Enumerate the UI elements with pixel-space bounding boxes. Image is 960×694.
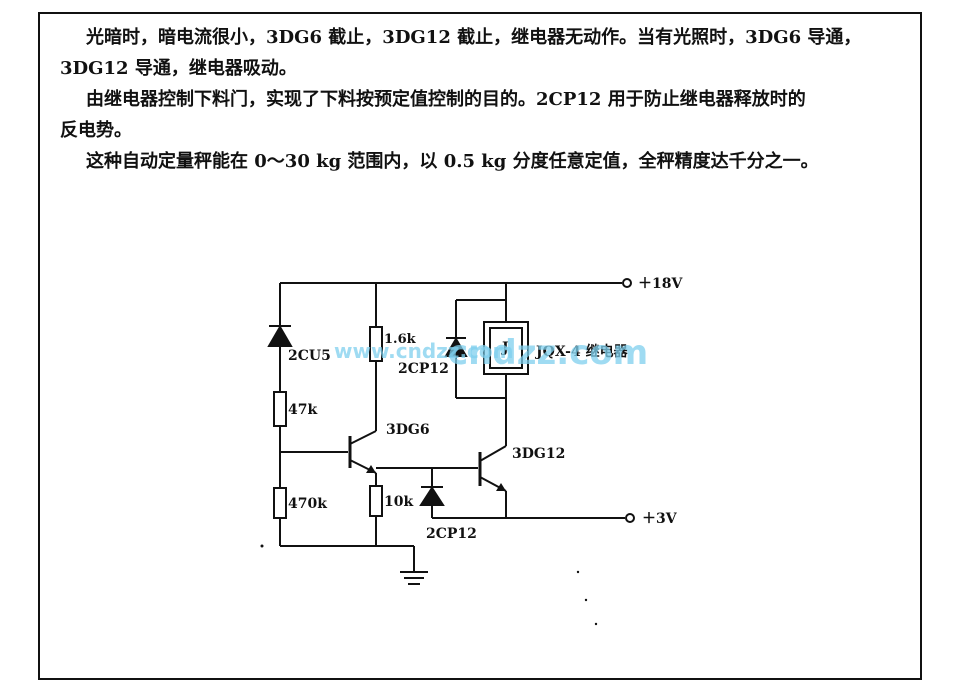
resistor-10k-label: 10k [384, 494, 413, 510]
resistor-10k [369, 485, 383, 546]
resistor-470k [273, 487, 287, 546]
resistor-1-6k-label: 1.6k [384, 332, 417, 347]
plus-3v-label: ＋3V [642, 511, 678, 527]
scan-speck [584, 598, 588, 602]
transistor-3dg12-label: 3DG12 [512, 446, 565, 462]
page-border [38, 12, 922, 680]
diode-2cp12-bottom-label: 2CP12 [426, 526, 477, 542]
scan-speck [260, 544, 264, 548]
description-text: 光暗时，暗电流很小，3DG6 截止，3DG12 截止，继电器无动作。当有光照时，… [60, 22, 910, 177]
scan-speck [576, 570, 580, 574]
ground-rail [280, 545, 428, 585]
watermark-large: cndzz.com [448, 333, 648, 373]
scan-speck [594, 622, 598, 626]
diode-2cu5-label: 2CU5 [288, 348, 331, 364]
diode-2cp12-top-label: 2CP12 [398, 361, 449, 377]
watermark-small: www.cndzz.com [334, 339, 513, 363]
resistor-470k-label: 470k [288, 496, 327, 512]
paragraph-2: 由继电器控制下料门，实现了下料按预定值控制的目的。2CP12 用于防止继电器释放… [86, 89, 806, 110]
transistor-3dg6-label: 3DG6 [386, 422, 430, 438]
paragraph-3: 这种自动定量秤能在 0～30 kg 范围内，以 0.5 kg 分度任意定值，全秤… [86, 151, 819, 172]
relay-coil-mark: J [500, 340, 509, 356]
transistor-3dg12 [478, 398, 507, 518]
relay-jqx4 [456, 283, 529, 399]
resistor-47k [273, 391, 287, 488]
paragraph-1-cont: 3DG12 导通，继电器吸动。 [60, 58, 297, 79]
diode-2cu5 [267, 283, 293, 392]
diode-2cp12-bottom [419, 468, 635, 523]
diode-2cp12-top [444, 300, 468, 398]
resistor-1-6k [369, 283, 383, 431]
relay-label: JQX-4 继电器 [534, 343, 629, 360]
plus-18v-label: ＋18V [638, 276, 683, 292]
top-supply-rail [280, 278, 632, 288]
paragraph-1: 光暗时，暗电流很小，3DG6 截止，3DG12 截止，继电器无动作。当有光照时，… [86, 27, 862, 48]
transistor-3dg6 [348, 430, 377, 474]
paragraph-2-cont: 反电势。 [60, 120, 132, 141]
resistor-47k-label: 47k [288, 402, 317, 418]
